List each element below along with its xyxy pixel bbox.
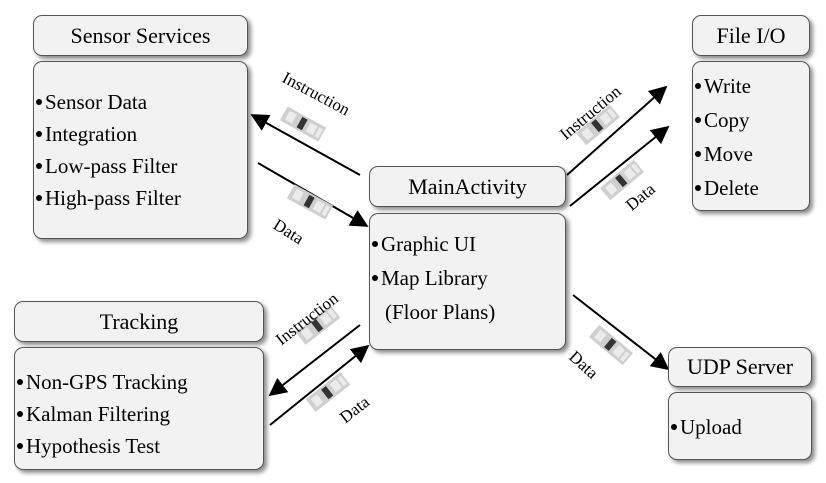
list-item: Delete bbox=[693, 176, 759, 201]
udp-server-panel: Upload bbox=[668, 392, 812, 460]
file-io-panel: Write Copy Move Delete bbox=[692, 61, 810, 211]
list-item: Write bbox=[693, 74, 751, 99]
file-io-title: File I/O bbox=[692, 15, 810, 56]
tracking-panel: Non-GPS Tracking Kalman Filtering Hypoth… bbox=[14, 347, 264, 470]
list-item: Move bbox=[693, 142, 753, 167]
list-item: Low-pass Filter bbox=[34, 154, 177, 179]
list-item: Sensor Data bbox=[34, 90, 147, 115]
list-item: Graphic UI bbox=[370, 232, 476, 257]
arrow-instruction-to-file-io bbox=[566, 85, 668, 176]
list-item: Upload bbox=[669, 415, 742, 440]
udp-server-title-text: UDP Server bbox=[686, 354, 794, 379]
sensor-services-title-text: Sensor Services bbox=[70, 22, 211, 48]
file-io-title-text: File I/O bbox=[716, 22, 786, 48]
arrow-data-to-udp bbox=[572, 294, 670, 371]
udp-server-title: UDP Server bbox=[668, 347, 812, 387]
list-item: (Floor Plans) bbox=[385, 300, 496, 324]
sensor-services-panel: Sensor Data Integration Low-pass Filter … bbox=[33, 61, 248, 239]
list-item: Kalman Filtering bbox=[15, 402, 170, 427]
list-item: Map Library bbox=[370, 266, 488, 291]
main-activity-title-text: MainActivity bbox=[408, 173, 527, 199]
list-item: High-pass Filter bbox=[34, 186, 181, 211]
message-icon bbox=[279, 106, 327, 142]
tracking-title-text: Tracking bbox=[99, 308, 179, 334]
arrow-instruction-to-sensor bbox=[250, 114, 361, 176]
arrow-instruction-to-tracking bbox=[268, 324, 361, 397]
list-item: Copy bbox=[693, 108, 750, 133]
message-icon bbox=[286, 184, 334, 220]
list-item: Integration bbox=[34, 122, 137, 147]
list-item: Hypothesis Test bbox=[15, 434, 160, 459]
main-activity-title: MainActivity bbox=[369, 166, 566, 207]
message-icon bbox=[589, 324, 633, 366]
sensor-services-title: Sensor Services bbox=[33, 15, 248, 56]
arrow-data-to-main-from-tracking bbox=[269, 344, 370, 426]
arrow-data-to-file-io bbox=[569, 125, 670, 207]
list-item: Non-GPS Tracking bbox=[15, 370, 188, 395]
main-activity-panel: Graphic UI Map Library (Floor Plans) bbox=[369, 213, 566, 350]
tracking-title: Tracking bbox=[14, 301, 264, 342]
